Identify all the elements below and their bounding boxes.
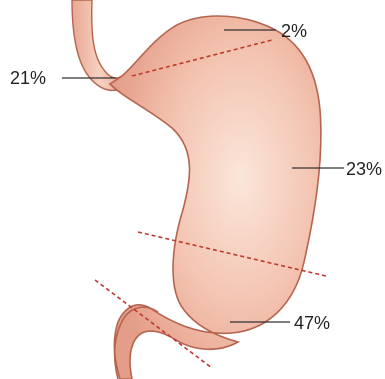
stomach-body (110, 16, 321, 379)
label-fundus: 2% (281, 21, 307, 41)
label-body: 23% (346, 159, 382, 179)
label-antrum: 47% (294, 313, 330, 333)
label-cardia: 21% (10, 68, 46, 88)
